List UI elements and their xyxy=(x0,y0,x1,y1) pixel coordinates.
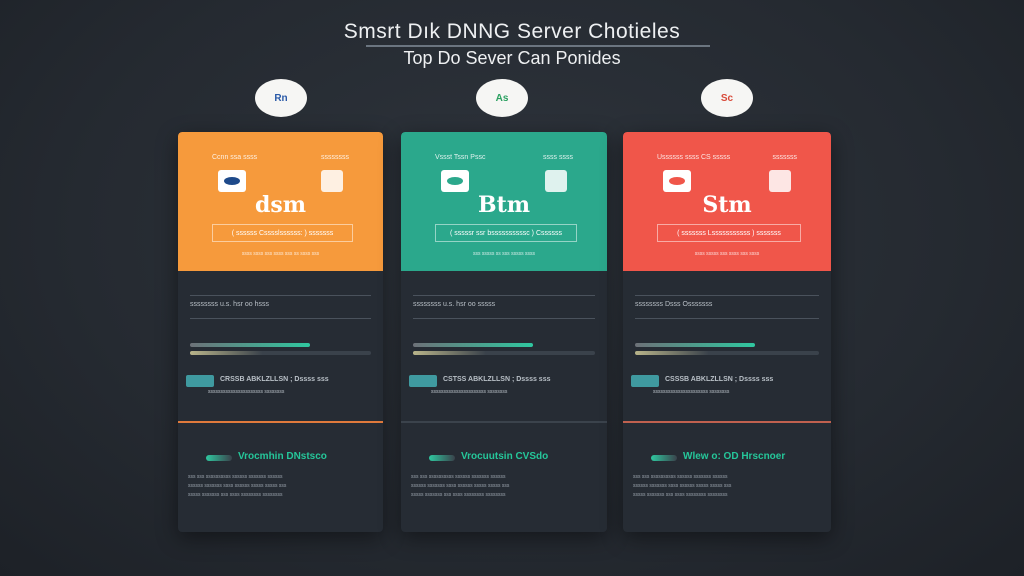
card-price: dsm xyxy=(254,192,307,218)
server-icon xyxy=(545,170,567,192)
plan-card-1[interactable]: Ccnn ssa ssss ssssssss dsm ( ssssss Csss… xyxy=(178,132,383,532)
section-heading: Vrocuutsin CVSdo xyxy=(461,451,549,462)
select-plan-button[interactable]: ( sssssss Lsssssssssss ) sssssss xyxy=(657,224,801,242)
feature-title: CSTSS ABKLZLLSN ; Dssss sss xyxy=(443,376,551,383)
card-tag: sssssss xyxy=(772,154,798,161)
feature-detail: ssssssssssssssssssssss ssssssss xyxy=(208,389,285,395)
provider-icon xyxy=(218,170,246,192)
card-note: sss sssss ss sss sssss ssss xyxy=(473,251,535,257)
row-divider xyxy=(190,318,371,319)
server-image-icon xyxy=(409,375,437,387)
description-line: sssss sssssss sss ssss ssssssss ssssssss xyxy=(411,492,506,498)
badge-icon xyxy=(206,455,232,461)
section-heading: Wlew o: OD Hrscnoer xyxy=(683,451,786,462)
card-header: Ussssss ssss CS sssss sssssss Stm ( ssss… xyxy=(623,132,831,271)
provider-logo-1: Rn xyxy=(255,79,307,117)
row-divider xyxy=(635,295,819,296)
card-label: Vssst Tssn Pssc xyxy=(435,154,486,161)
card-label: Ussssss ssss CS sssss xyxy=(657,154,731,161)
section-heading: Vrocmhin DNstsco xyxy=(238,451,327,462)
provider-logo-3: Sc xyxy=(701,79,753,117)
section-divider xyxy=(401,421,607,423)
uptime-bar xyxy=(190,351,371,355)
card-body: ssssssss u.s. hsr oo hsss CRSSB ABKLZLLS… xyxy=(178,271,383,532)
server-icon xyxy=(769,170,791,192)
feature-row: ssssssss u.s. hsr oo sssss xyxy=(413,301,496,308)
description-line: ssssss sssssss ssss ssssss sssss sssss s… xyxy=(633,483,732,489)
feature-row: ssssssss Dsss Osssssss xyxy=(635,301,713,308)
server-icon xyxy=(321,170,343,192)
row-divider xyxy=(413,295,595,296)
provider-logo-2: As xyxy=(476,79,528,117)
feature-row: ssssssss u.s. hsr oo hsss xyxy=(190,301,269,308)
description-line: sss sss ssssssssss ssssss sssssss ssssss xyxy=(411,474,506,480)
feature-title: CRSSB ABKLZLLSN ; Dssss sss xyxy=(220,376,329,383)
card-body: ssssssss u.s. hsr oo sssss CSTSS ABKLZLL… xyxy=(401,271,607,532)
feature-title: CSSSB ABKLZLLSN ; Dssss sss xyxy=(665,376,774,383)
description-line: sssss sssssss sss ssss ssssssss ssssssss xyxy=(188,492,283,498)
card-header: Ccnn ssa ssss ssssssss dsm ( ssssss Csss… xyxy=(178,132,383,271)
card-label: Ccnn ssa ssss xyxy=(212,154,258,161)
section-divider xyxy=(178,421,383,423)
page-subtitle: Top Do Sever Can Ponides xyxy=(403,48,621,68)
select-plan-button[interactable]: ( ssssss Csssslssssss: ) sssssss xyxy=(212,224,353,242)
speed-bar xyxy=(413,343,533,347)
provider-icon xyxy=(441,170,469,192)
card-note: ssss ssss sss ssss sss ss ssss sss xyxy=(241,251,320,257)
card-tag: ssssssss xyxy=(321,154,349,161)
plan-card-3[interactable]: Ussssss ssss CS sssss sssssss Stm ( ssss… xyxy=(623,132,831,532)
uptime-bar xyxy=(635,351,819,355)
badge-icon xyxy=(651,455,677,461)
description-line: ssssss sssssss ssss ssssss sssss sssss s… xyxy=(188,483,287,489)
badge-icon xyxy=(429,455,455,461)
card-price: Stm xyxy=(702,192,752,218)
server-image-icon xyxy=(631,375,659,387)
speed-bar xyxy=(635,343,755,347)
uptime-bar xyxy=(413,351,595,355)
card-tag: ssss ssss xyxy=(543,154,573,161)
server-image-icon xyxy=(186,375,214,387)
card-body: ssssssss Dsss Osssssss CSSSB ABKLZLLSN ;… xyxy=(623,271,831,532)
title-divider xyxy=(366,45,710,47)
select-plan-button[interactable]: ( sssssr ssr bssssssssssc ) Cssssss xyxy=(435,224,577,242)
page-title: Smsrt Dık DNNG Server Chotieles xyxy=(343,20,681,43)
description-line: ssssss sssssss ssss ssssss sssss sssss s… xyxy=(411,483,510,489)
provider-icon xyxy=(663,170,691,192)
description-line: sss sss ssssssssss ssssss sssssss ssssss xyxy=(633,474,728,480)
speed-bar xyxy=(190,343,310,347)
card-header: Vssst Tssn Pssc ssss ssss Btm ( sssssr s… xyxy=(401,132,607,271)
feature-detail: ssssssssssssssssssssss ssssssss xyxy=(653,389,730,395)
row-divider xyxy=(190,295,371,296)
plan-card-2[interactable]: Vssst Tssn Pssc ssss ssss Btm ( sssssr s… xyxy=(401,132,607,532)
row-divider xyxy=(635,318,819,319)
section-divider xyxy=(623,421,831,423)
row-divider xyxy=(413,318,595,319)
card-note: ssss sssss sss ssss sss ssss xyxy=(694,251,760,257)
feature-detail: ssssssssssssssssssssss ssssssss xyxy=(431,389,508,395)
description-line: sssss sssssss sss ssss ssssssss ssssssss xyxy=(633,492,728,498)
description-line: sss sss ssssssssss ssssss sssssss ssssss xyxy=(188,474,283,480)
card-price: Btm xyxy=(477,192,531,218)
